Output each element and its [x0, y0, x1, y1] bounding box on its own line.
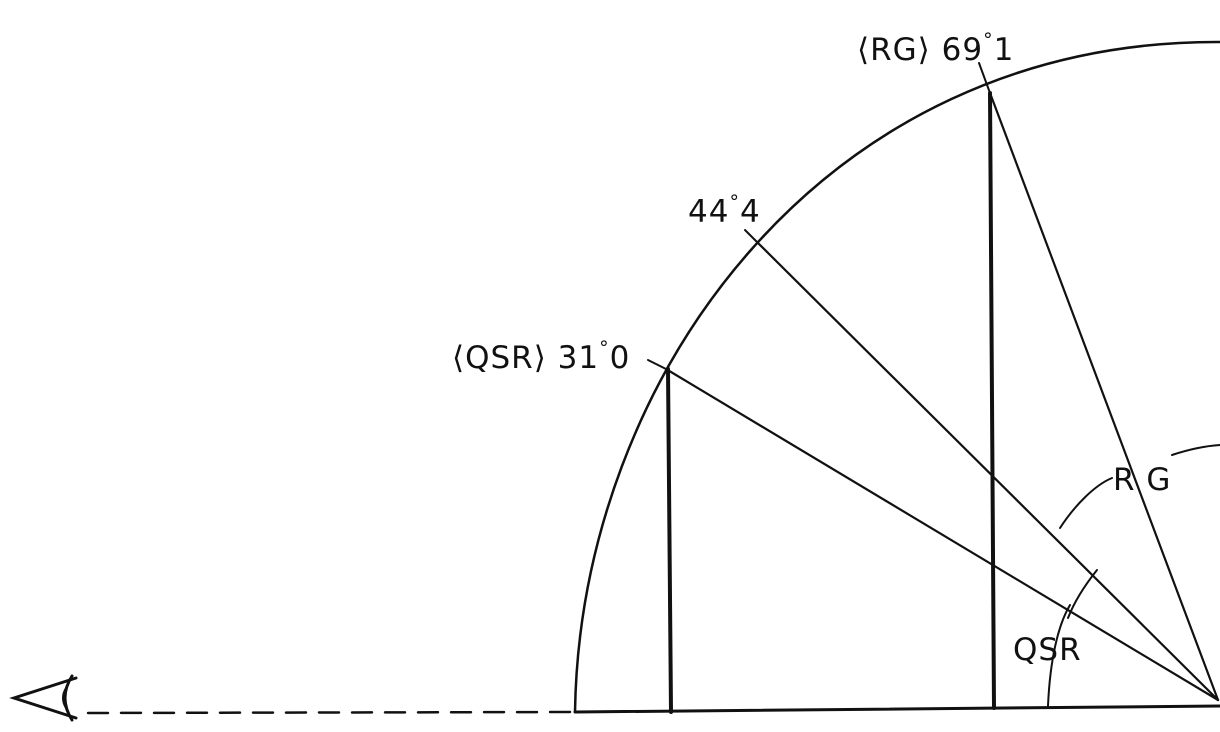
ray-rg — [988, 91, 1220, 702]
ray-qsr — [664, 367, 1220, 702]
sight-line — [86, 710, 574, 715]
angle-arc-rg-left — [1059, 477, 1113, 529]
perpendicular-rg — [988, 91, 996, 710]
outer-arc — [573, 40, 1220, 714]
perpendicular-qsr — [666, 367, 673, 714]
angle-arc-rg-right — [1171, 444, 1220, 456]
arc-label-rg: R G — [1113, 462, 1171, 498]
ray-mid — [756, 241, 1220, 702]
eye-icon — [9, 674, 78, 722]
leader-rg — [978, 62, 991, 94]
angle-arc-qsr-upper — [1067, 569, 1098, 619]
angle-arc-qsr-lower — [1047, 604, 1071, 707]
label-qsr-angle: ⟨QSR⟩ 31°0 — [452, 337, 630, 376]
leader-mid — [744, 229, 759, 244]
label-rg-angle: ⟨RG⟩ 69°1 — [857, 29, 1014, 68]
arc-label-qsr: QSR — [1013, 632, 1082, 668]
baseline — [573, 704, 1220, 714]
leader-qsr — [647, 359, 667, 370]
label-mid-angle: 44°4 — [688, 191, 761, 230]
